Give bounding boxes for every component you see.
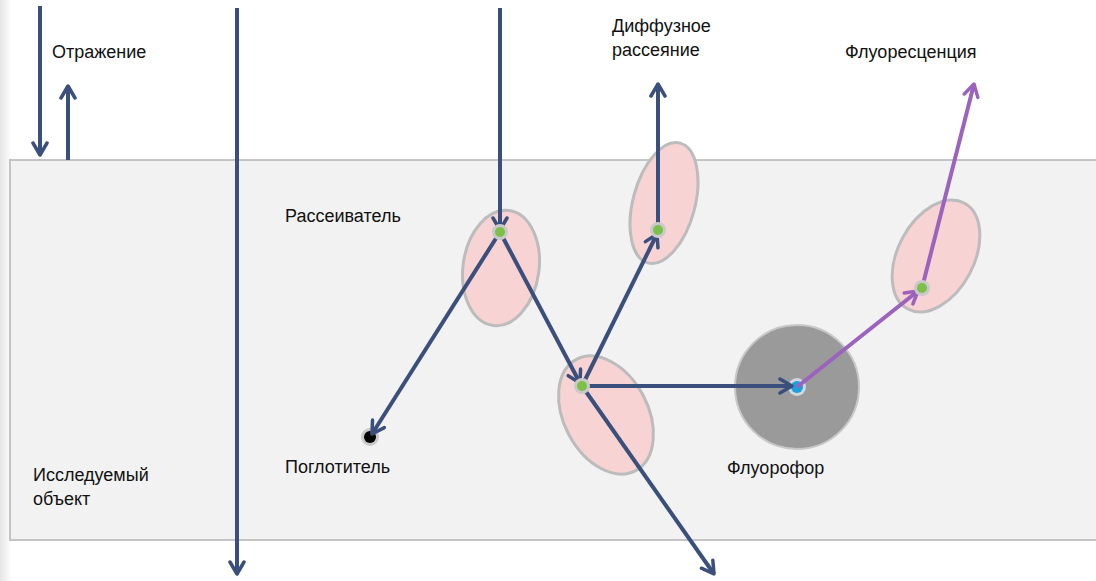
scatterer-label: Рассеиватель: [285, 204, 401, 228]
scatter-dot: [577, 381, 587, 391]
scatterer-ellipse: [874, 185, 997, 327]
diffuse-ray: [656, 84, 660, 230]
scatter-ring: [574, 378, 590, 394]
scattered-ray: [500, 232, 580, 383]
scattered-ray: [582, 384, 792, 388]
reflected-ray: [66, 86, 70, 160]
object-body: [10, 160, 1096, 540]
reflection-label: Отражение: [52, 40, 146, 64]
fluorescence-label: Флуоресценция: [845, 40, 977, 64]
object-title: Исследуемый объект: [33, 463, 183, 512]
diffuse-label: Диффузное рассеяние: [612, 14, 737, 63]
fluorescence-ray: [797, 291, 918, 387]
scattered-ray: [582, 234, 657, 386]
scatterer-ellipse: [455, 205, 546, 330]
object-region: Исследуемый объект: [10, 160, 1096, 540]
absorber-label: Поглотитель: [285, 455, 390, 479]
incident-ray: [38, 6, 42, 155]
scattered-ray: [582, 386, 714, 574]
scatter-dot: [653, 225, 663, 235]
fluorophore-label: Флуорофор: [727, 456, 824, 480]
scatterer-ellipse: [618, 135, 710, 271]
scatterer-ellipse: [539, 340, 672, 491]
scatter-ring: [650, 222, 666, 238]
scatter-dot: [495, 227, 505, 237]
transmitted-ray: [235, 8, 239, 574]
scatter-ring: [492, 224, 508, 240]
scatter-dot: [917, 283, 927, 293]
scatter-ring: [914, 280, 930, 296]
fluorescence-ray: [922, 84, 974, 288]
scatter-centers: [492, 222, 930, 394]
scattered-ray: [372, 232, 500, 434]
incident-ray: [498, 8, 502, 230]
